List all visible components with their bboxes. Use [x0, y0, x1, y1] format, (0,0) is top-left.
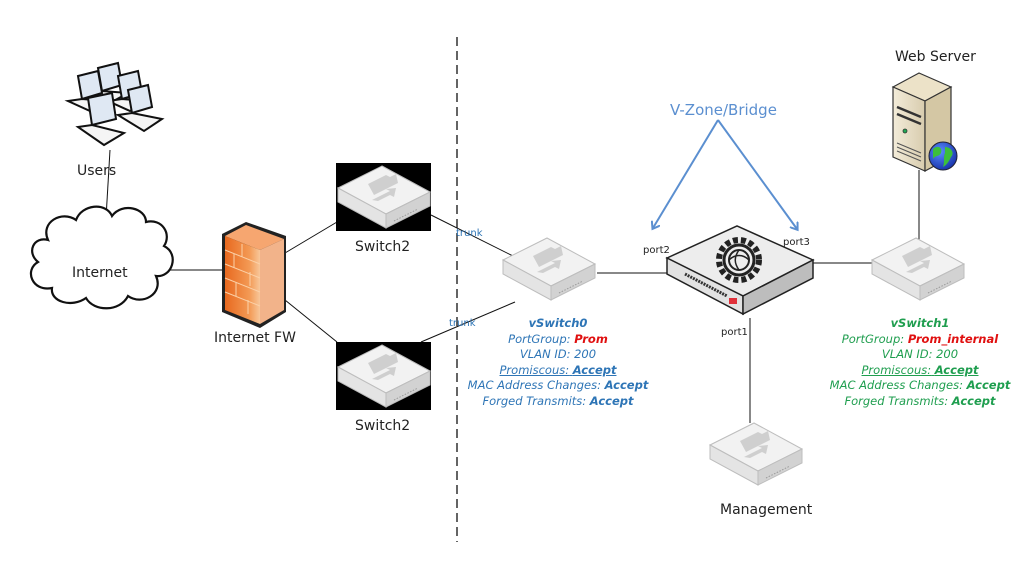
- link-firewall-switch-top: [284, 221, 338, 254]
- vswitch0-icon: [502, 237, 596, 301]
- switch-top-icon: [336, 163, 431, 231]
- vswitch0-portgroup: PortGroup: Prom: [508, 331, 608, 346]
- vswitch0-vlan: VLAN ID: 200: [519, 347, 597, 361]
- users-label: Users: [77, 163, 117, 179]
- vzone-arrows: [653, 119, 797, 229]
- vswitch1-mac-changes: MAC Address Changes: Accept: [829, 378, 1011, 392]
- vswitch1-vlan: VLAN ID: 200: [881, 347, 959, 361]
- fortigate-appliance-icon: [665, 225, 815, 316]
- server-icon: [891, 72, 958, 173]
- link-firewall-switch-bottom: [284, 299, 338, 343]
- firewall-label: Internet FW: [214, 330, 296, 346]
- port2-label: port2: [643, 245, 670, 256]
- cloud-icon: [29, 205, 174, 310]
- vswitch1-title: vSwitch1: [890, 316, 950, 330]
- vswitch0-info: vSwitch0 PortGroup: Prom VLAN ID: 200 Pr…: [458, 316, 658, 409]
- webserver-label: Web Server: [895, 49, 976, 65]
- vswitch1-info: vSwitch1 PortGroup: Prom_internal VLAN I…: [820, 316, 1020, 409]
- globe-icon: [928, 141, 958, 171]
- link-switch-top-vswitch0: [430, 214, 516, 258]
- trunk-bottom-label: trunk: [449, 318, 476, 329]
- laptops-icon: [64, 61, 165, 147]
- vswitch1-promiscuous: Promiscous: Accept: [861, 362, 979, 377]
- vswitch1-icon: [871, 237, 965, 301]
- vswitch1-forged-transmits: Forged Transmits: Accept: [844, 393, 996, 408]
- vswitch0-title: vSwitch0: [528, 316, 588, 330]
- management-label: Management: [720, 502, 813, 518]
- vswitch0-forged-transmits: Forged Transmits: Accept: [482, 393, 634, 408]
- port3-label: port3: [783, 237, 810, 248]
- trunk-top-label: trunk: [456, 228, 483, 239]
- link-switch-bottom-vswitch0: [420, 301, 516, 343]
- vswitch1-portgroup: PortGroup: Prom_internal: [841, 331, 999, 346]
- vswitch1-portgroup-value: Prom_internal: [907, 331, 999, 346]
- vzone-bridge-label: V-Zone/Bridge: [670, 101, 777, 119]
- firewall-icon: [222, 222, 286, 328]
- vswitch0-promiscuous: Promiscous: Accept: [499, 362, 617, 377]
- internet-label: Internet: [72, 265, 128, 281]
- switch-top-label: Switch2: [355, 239, 411, 255]
- vswitch0-portgroup-value: Prom: [574, 331, 608, 346]
- port1-label: port1: [721, 327, 748, 338]
- links: [104, 149, 920, 423]
- vswitch0-mac-changes: MAC Address Changes: Accept: [467, 378, 649, 392]
- management-switch-icon: [709, 422, 803, 486]
- switch-bottom-icon: [336, 342, 431, 410]
- switch-bottom-label: Switch2: [355, 418, 411, 434]
